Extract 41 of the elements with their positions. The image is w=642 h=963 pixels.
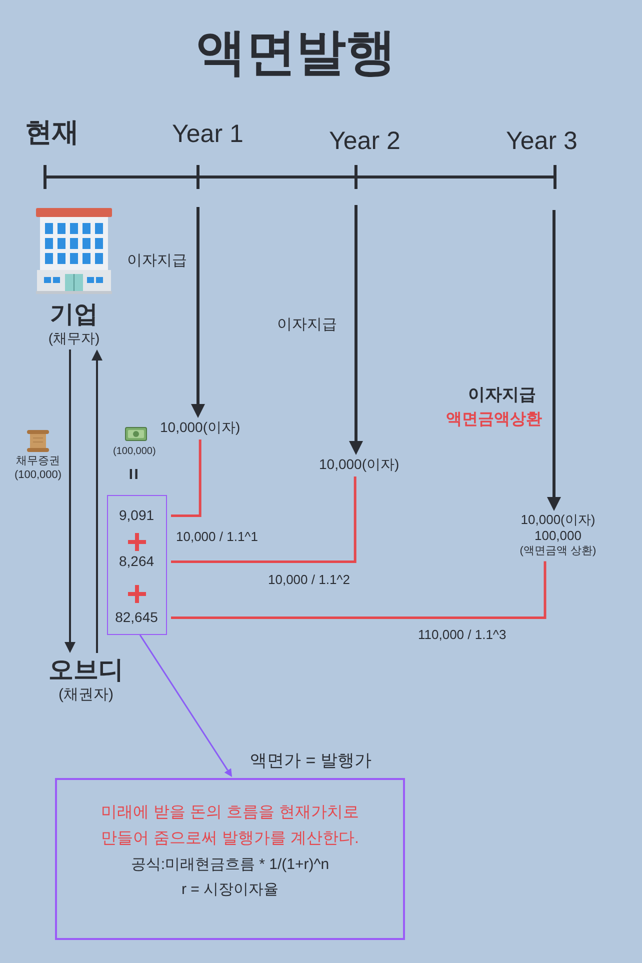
role-text: (채권자) (58, 686, 114, 705)
connector-line (171, 440, 202, 518)
heading-text: 액면가 = 발행가 (250, 750, 372, 772)
amount-text: 10,000(이자) (520, 512, 596, 528)
amount-text: 10,000(이자) (319, 456, 400, 474)
repayment-label: 액면금액상환 (446, 410, 542, 430)
amount-text: 10,000(이자) (160, 419, 240, 436)
edge-label: 10,000 / 1.1^2 (268, 572, 350, 588)
title-text: 액면발행 (196, 23, 396, 82)
role-text: (채무자) (48, 330, 100, 348)
note-text: 미래에 받을 돈의 흐름을 현재가치로 만들어 줌으로써 발행가를 계산한다. (100, 803, 360, 850)
time-label: 현재 (25, 116, 79, 149)
amount-text: 8,264 (118, 553, 154, 570)
connector-line (171, 476, 356, 564)
sum-box (107, 495, 167, 635)
arrow (64, 350, 76, 653)
equals-sign: = (122, 468, 143, 480)
edge-label: 10,000 / 1.1^1 (176, 529, 258, 546)
edge-label: 채무증권 (100,000) (13, 455, 63, 482)
actor-name: 기업 (50, 300, 98, 330)
arrow (191, 207, 205, 418)
amount-text: 9,091 (118, 507, 154, 524)
edge-label: 이자지급 (127, 252, 187, 271)
note-text: (액면금액 상환) (520, 544, 596, 558)
actor-name: 오브디 (48, 655, 124, 686)
amount-text: 100,000 (534, 528, 582, 544)
leader-arrow (139, 634, 232, 778)
arrow (547, 210, 561, 511)
amount-text: 82,645 (115, 609, 158, 626)
time-label: Year 1 (172, 119, 244, 150)
formula-text: r = 시장이자율 (181, 880, 279, 900)
arrow (92, 350, 102, 653)
formula-text: 공식:미래현금흐름 * 1/(1+r)^n (130, 854, 330, 875)
time-label: Year 3 (506, 126, 578, 157)
edge-label: 이자지급 (468, 384, 536, 406)
arrow (349, 205, 363, 455)
edge-label: (100,000) (113, 446, 156, 458)
time-label: Year 2 (329, 126, 400, 157)
edge-label: 이자지급 (277, 316, 337, 335)
edge-label: 110,000 / 1.1^3 (418, 627, 506, 644)
connector-line (171, 561, 546, 620)
